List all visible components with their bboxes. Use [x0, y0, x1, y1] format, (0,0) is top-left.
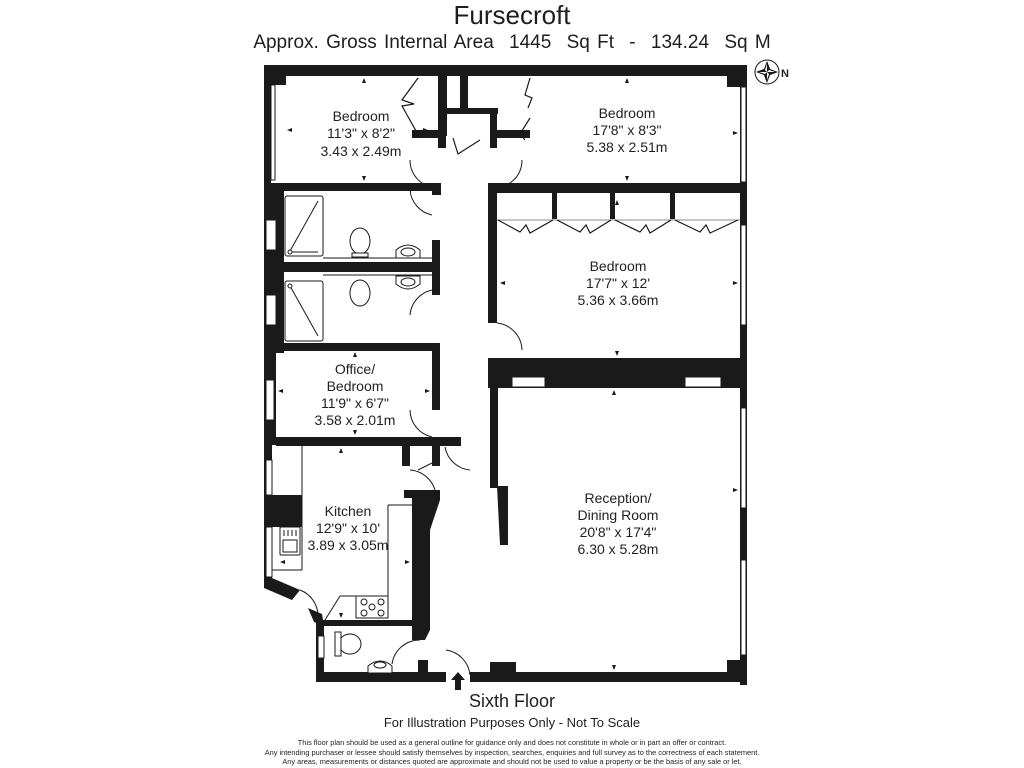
- room-metric: 3.89 x 3.05m: [308, 537, 389, 553]
- compass-north-label: N: [781, 68, 789, 80]
- room-office-bedroom: Office/ Bedroom 11'9" x 6'7" 3.58 x 2.01…: [315, 361, 396, 428]
- area-sqm: 134.24: [650, 32, 710, 53]
- disclaimer-line: Any intending purchaser or lessee should…: [264, 747, 760, 757]
- floor-label: Sixth Floor: [468, 691, 556, 711]
- entrance-arrow-icon: [451, 672, 465, 690]
- area-sqft-unit: Sq Ft: [566, 32, 615, 53]
- wardrobe-doors: [401, 77, 740, 234]
- illustration-note: For Illustration Purposes Only - Not To …: [383, 715, 641, 730]
- room-name: Kitchen: [325, 503, 372, 519]
- area-sqm-unit: Sq M: [724, 32, 771, 53]
- room-name: Bedroom: [599, 105, 656, 121]
- room-bedroom-1: Bedroom 11'3" x 8'2" 3.43 x 2.49m: [321, 108, 402, 159]
- room-metric: 6.30 x 5.28m: [578, 541, 659, 557]
- bathroom-fixtures: [284, 195, 432, 674]
- room-name: Reception/: [585, 490, 652, 506]
- room-kitchen: Kitchen 12'9" x 10' 3.89 x 3.05m: [308, 503, 389, 553]
- area-separator: -: [629, 32, 636, 53]
- disclaimer-line: Any areas, measurements or distances quo…: [282, 757, 742, 766]
- room-name: Office/: [335, 361, 375, 377]
- room-metric: 5.38 x 2.51m: [587, 139, 668, 155]
- room-imperial: 11'9" x 6'7": [321, 395, 389, 411]
- room-imperial: 20'8" x 17'4": [580, 524, 657, 540]
- gross-area: Approx. Gross Internal Area 1445 Sq Ft -…: [0, 31, 1024, 55]
- disclaimer: This floor plan should be used as a gene…: [0, 738, 1024, 767]
- room-bedroom-3: Bedroom 17'7" x 12' 5.36 x 3.66m: [578, 258, 659, 308]
- room-name-line2: Bedroom: [327, 378, 384, 394]
- plan-title: Fursecroft: [453, 0, 571, 30]
- room-name-line2: Dining Room: [578, 507, 659, 523]
- walls: [264, 65, 747, 685]
- windows: [265, 84, 747, 659]
- area-sqft: 1445: [509, 32, 552, 53]
- kitchen-fixtures: [272, 446, 412, 621]
- door-swings: [299, 159, 523, 676]
- room-imperial: 12'9" x 10': [316, 520, 380, 536]
- room-metric: 5.36 x 3.66m: [578, 292, 659, 308]
- dimension-markers: [278, 78, 738, 670]
- room-metric: 3.43 x 2.49m: [321, 143, 402, 159]
- room-metric: 3.58 x 2.01m: [315, 412, 396, 428]
- room-name: Bedroom: [333, 108, 390, 124]
- room-bedroom-2: Bedroom 17'8" x 8'3" 5.38 x 2.51m: [587, 105, 668, 155]
- room-imperial: 11'3" x 8'2": [327, 125, 395, 141]
- area-label: Approx. Gross Internal Area: [253, 32, 494, 53]
- room-reception: Reception/ Dining Room 20'8" x 17'4" 6.3…: [578, 490, 659, 557]
- compass-rose-icon: N: [754, 59, 789, 85]
- room-name: Bedroom: [590, 258, 647, 274]
- room-imperial: 17'8" x 8'3": [593, 122, 662, 138]
- disclaimer-line: This floor plan should be used as a gene…: [297, 738, 727, 747]
- room-imperial: 17'7" x 12': [586, 275, 650, 291]
